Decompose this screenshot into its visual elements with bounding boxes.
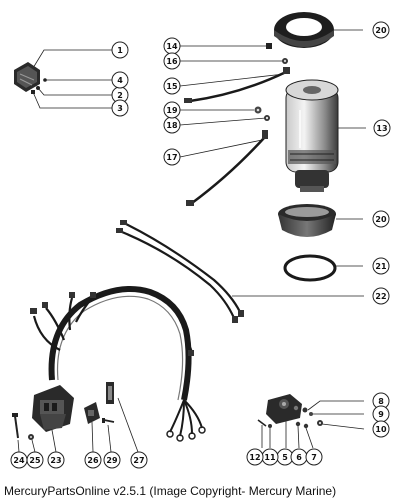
callout-8-label: 8 bbox=[378, 397, 384, 406]
callout-23: 23 bbox=[47, 451, 65, 469]
callout-8: 8 bbox=[372, 392, 390, 410]
part-21-o-ring bbox=[283, 254, 337, 282]
callout-6-label: 6 bbox=[296, 453, 302, 462]
part-18-washer bbox=[264, 115, 270, 121]
callout-10: 10 bbox=[372, 420, 390, 438]
part-10-nut bbox=[317, 420, 323, 426]
callout-24-label: 24 bbox=[13, 456, 25, 465]
part-12-screw bbox=[257, 419, 267, 427]
callout-21-label: 21 bbox=[375, 262, 387, 271]
part-29-screw bbox=[102, 418, 115, 423]
callout-10-label: 10 bbox=[375, 425, 387, 434]
callout-7: 7 bbox=[305, 448, 323, 466]
part-24-screw bbox=[12, 413, 19, 439]
part-27-clip bbox=[106, 382, 114, 404]
callout-1: 1 bbox=[111, 41, 129, 59]
part-25-washer bbox=[28, 434, 34, 440]
callout-13-label: 13 bbox=[376, 124, 387, 133]
callout-12-label: 12 bbox=[249, 453, 260, 462]
callout-22-label: 22 bbox=[375, 292, 386, 301]
callout-3-label: 3 bbox=[117, 104, 123, 113]
callout-21: 21 bbox=[372, 257, 390, 275]
callout-7-label: 7 bbox=[311, 453, 317, 462]
part-20-bottom-collar bbox=[278, 204, 336, 237]
copyright-caption: MercuryPartsOnline v2.5.1 (Image Copyrig… bbox=[4, 484, 337, 498]
callout-15: 15 bbox=[163, 77, 181, 95]
callout-22: 22 bbox=[372, 287, 390, 305]
callout-29: 29 bbox=[103, 451, 121, 469]
part-7-nut bbox=[303, 423, 309, 429]
part-9-washer bbox=[309, 412, 313, 416]
callout-9-label: 9 bbox=[378, 410, 384, 419]
callout-17-label: 17 bbox=[166, 153, 177, 162]
callout-4-label: 4 bbox=[117, 76, 123, 85]
callout-25-label: 25 bbox=[29, 456, 41, 465]
callout-26: 26 bbox=[84, 451, 102, 469]
callout-3: 3 bbox=[111, 99, 129, 117]
callout-20-top: 20 bbox=[372, 21, 390, 39]
callout-2-label: 2 bbox=[117, 91, 123, 100]
callout-15-label: 15 bbox=[166, 82, 178, 91]
part-23-wiring-harness bbox=[30, 286, 206, 442]
callout-19-label: 19 bbox=[166, 106, 178, 115]
part-19-nut bbox=[254, 106, 262, 114]
callout-23-label: 23 bbox=[50, 456, 61, 465]
callout-27: 27 bbox=[130, 451, 148, 469]
callout-26-label: 26 bbox=[87, 456, 99, 465]
callout-27-label: 27 bbox=[133, 456, 144, 465]
callout-16-label: 16 bbox=[166, 57, 178, 66]
callout-25: 25 bbox=[26, 451, 44, 469]
part-13-starter-motor bbox=[285, 79, 339, 192]
callout-14: 14 bbox=[163, 37, 181, 55]
callout-13: 13 bbox=[373, 119, 391, 137]
part-17-cable bbox=[186, 130, 268, 206]
callout-12: 12 bbox=[246, 448, 264, 466]
callout-14-label: 14 bbox=[166, 42, 178, 51]
part-1-block bbox=[14, 62, 47, 94]
part-16-nut bbox=[282, 58, 288, 64]
callout-1-label: 1 bbox=[117, 46, 123, 55]
part-14-cap bbox=[266, 43, 272, 49]
callout-9: 9 bbox=[372, 405, 390, 423]
callout-4: 4 bbox=[111, 71, 129, 89]
callout-18-label: 18 bbox=[166, 121, 178, 130]
part-5-solenoid bbox=[266, 394, 302, 424]
part-11-washer bbox=[268, 424, 272, 428]
leader-lines bbox=[17, 29, 366, 453]
callout-16: 16 bbox=[163, 52, 181, 70]
callout-20-top-label: 20 bbox=[375, 26, 387, 35]
part-20-top-collar bbox=[274, 12, 334, 48]
part-15-cable bbox=[184, 67, 290, 103]
part-22-cable bbox=[116, 220, 244, 323]
callout-11-label: 11 bbox=[264, 453, 276, 462]
callout-5-label: 5 bbox=[282, 453, 288, 462]
callout-11: 11 bbox=[261, 448, 279, 466]
callout-29-label: 29 bbox=[106, 456, 118, 465]
callout-17: 17 bbox=[163, 148, 181, 166]
callout-6: 6 bbox=[290, 448, 308, 466]
callout-19: 19 bbox=[163, 101, 181, 119]
callout-20-bottom: 20 bbox=[372, 210, 390, 228]
callout-18: 18 bbox=[163, 116, 181, 134]
callout-24: 24 bbox=[10, 451, 28, 469]
callout-20-bottom-label: 20 bbox=[375, 215, 387, 224]
part-26-bracket bbox=[84, 402, 100, 424]
part-6-nut bbox=[295, 421, 301, 427]
part-8-terminal bbox=[302, 407, 308, 413]
